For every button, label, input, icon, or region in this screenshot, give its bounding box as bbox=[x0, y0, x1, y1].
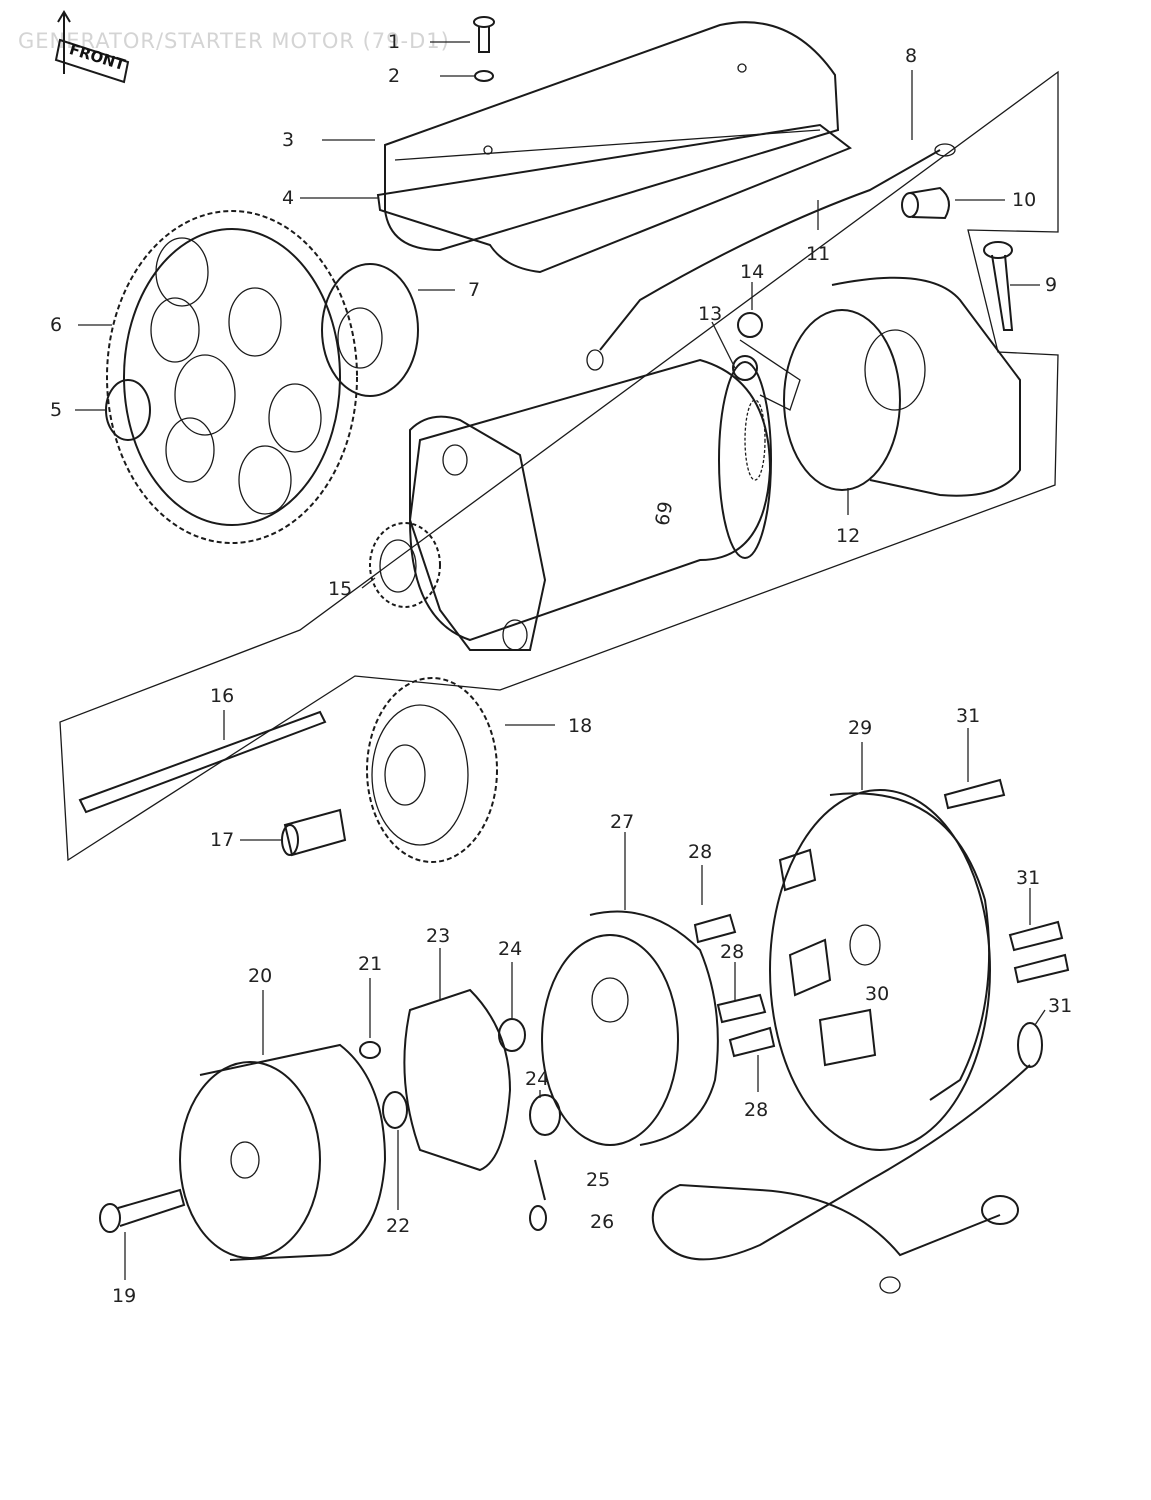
brush-holder bbox=[732, 312, 801, 411]
callout-14: 14 bbox=[740, 261, 764, 283]
callout-26: 26 bbox=[590, 1211, 614, 1233]
stator-grommet bbox=[1017, 1022, 1043, 1068]
cover-washer bbox=[474, 70, 494, 82]
stator-screw-lower bbox=[1013, 953, 1070, 984]
stator-wire-harness bbox=[651, 1064, 1031, 1261]
callout-4: 4 bbox=[282, 187, 294, 209]
rotor-washer bbox=[382, 1091, 408, 1129]
rotor-pin bbox=[359, 1041, 381, 1059]
cover-gasket bbox=[376, 123, 853, 274]
callout-28a: 28 bbox=[688, 841, 712, 863]
callout-22: 22 bbox=[386, 1215, 410, 1237]
callout-25: 25 bbox=[586, 1169, 610, 1191]
gear-bushing bbox=[105, 379, 151, 441]
callout-15: 15 bbox=[328, 578, 352, 600]
starter-pinion bbox=[369, 522, 441, 608]
starter-idle-gear-large bbox=[106, 210, 358, 544]
callout-6: 6 bbox=[50, 314, 62, 336]
callout-18: 18 bbox=[568, 715, 592, 737]
callout-31a: 31 bbox=[956, 705, 980, 727]
gear-shaft bbox=[78, 710, 327, 814]
coupling-spring bbox=[534, 1159, 546, 1201]
coupling-plate bbox=[403, 988, 512, 1172]
callout-10: 10 bbox=[1012, 189, 1036, 211]
stator-coil bbox=[778, 848, 877, 1067]
callout-21: 21 bbox=[358, 953, 382, 975]
callout-13: 13 bbox=[698, 303, 722, 325]
starter-gear-small bbox=[321, 263, 419, 397]
rotor-assembly bbox=[179, 1043, 387, 1261]
hub-bolt-lower bbox=[728, 1026, 776, 1058]
stator-screw-top bbox=[943, 778, 1006, 810]
hub-bolt-upper bbox=[693, 913, 737, 944]
terminal-cap bbox=[901, 186, 950, 220]
callout-12: 12 bbox=[836, 525, 860, 547]
cover-bolt bbox=[473, 16, 495, 53]
callout-30: 30 bbox=[865, 983, 889, 1005]
callout-7: 7 bbox=[468, 279, 480, 301]
callout-23: 23 bbox=[426, 925, 450, 947]
spacer-collar-upper bbox=[498, 1018, 526, 1052]
callout-20: 20 bbox=[248, 965, 272, 987]
stator-housing bbox=[769, 789, 991, 1151]
coupling-pin bbox=[529, 1205, 547, 1231]
callout-31b: 31 bbox=[1016, 867, 1040, 889]
svg-text:69: 69 bbox=[651, 500, 677, 528]
shaft-dowel bbox=[281, 808, 347, 857]
hub-bolt-middle bbox=[716, 993, 767, 1024]
starter-group-outline bbox=[59, 70, 1059, 862]
starter-motor: 69 bbox=[408, 358, 772, 651]
callout-24b: 24 bbox=[525, 1068, 549, 1090]
callout-3: 3 bbox=[282, 129, 294, 151]
callout-19: 19 bbox=[112, 1285, 136, 1307]
callout-24a: 24 bbox=[498, 938, 522, 960]
coupling-hub bbox=[541, 910, 719, 1146]
stator-screw-middle bbox=[1008, 920, 1064, 952]
leader-lines bbox=[75, 41, 1046, 1280]
callout-11: 11 bbox=[806, 243, 830, 265]
spacer-collar-lower bbox=[529, 1094, 561, 1136]
starter-cover bbox=[384, 21, 840, 252]
callout-5: 5 bbox=[50, 399, 62, 421]
callout-31c: 31 bbox=[1048, 995, 1072, 1017]
idle-gear bbox=[366, 677, 498, 863]
callout-29: 29 bbox=[848, 717, 872, 739]
starter-lead-wire bbox=[599, 149, 941, 351]
callout-8: 8 bbox=[905, 45, 917, 67]
callout-labels: 1 2 3 4 5 6 7 8 9 10 11 12 13 14 15 16 1… bbox=[50, 31, 1072, 1307]
end-cover-bolt bbox=[983, 241, 1014, 331]
callout-9: 9 bbox=[1045, 274, 1057, 296]
rotor-bolt bbox=[99, 1188, 186, 1233]
callout-2: 2 bbox=[388, 65, 400, 87]
callout-28c: 28 bbox=[744, 1099, 768, 1121]
callout-1: 1 bbox=[388, 31, 400, 53]
callout-28b: 28 bbox=[720, 941, 744, 963]
callout-27: 27 bbox=[610, 811, 634, 833]
callout-16: 16 bbox=[210, 685, 234, 707]
callout-17: 17 bbox=[210, 829, 234, 851]
starter-end-cover bbox=[783, 276, 1021, 497]
